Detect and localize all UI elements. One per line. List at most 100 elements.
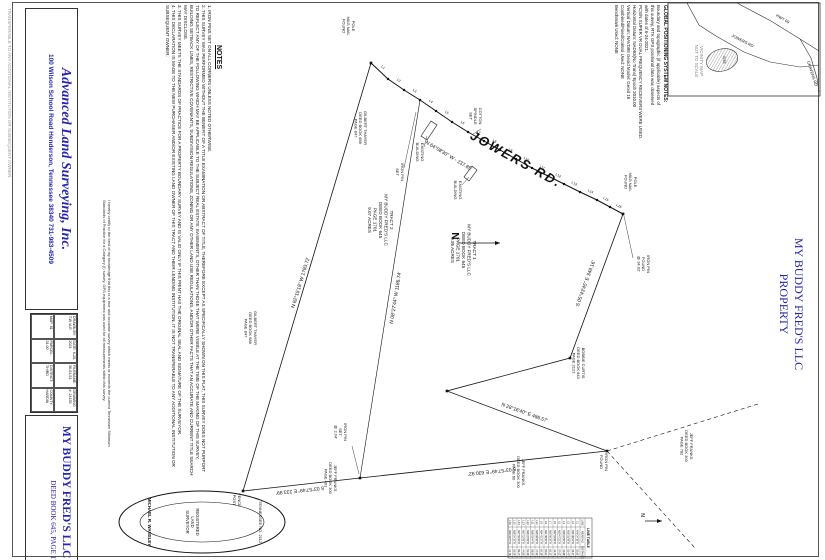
sheet-border xyxy=(12,2,819,557)
svg-text:L9: L9 xyxy=(508,147,513,152)
svg-text:N 82°15'18" W 1793.72': N 82°15'18" W 1793.72' xyxy=(290,256,311,308)
svg-text:BOBBIE CURTISDEED BOOK 643PAGE: BOBBIE CURTISDEED BOOK 643PAGE 2123 xyxy=(571,347,586,379)
svg-text:S 03°57'49" E 630.92': S 03°57'49" E 630.92' xyxy=(468,465,517,476)
svg-text:L2: L2 xyxy=(396,78,401,83)
svg-text:REGISTEREDLANDSURVEYOR: REGISTEREDLANDSURVEYOR xyxy=(185,508,200,535)
svg-text:L8: L8 xyxy=(492,138,497,143)
svg-text:N68°24'12"W: N68°24'12"W xyxy=(513,530,516,545)
svg-text:L3: L3 xyxy=(567,521,570,524)
svg-text:N 28°16'40" E 486.57': N 28°16'40" E 486.57' xyxy=(500,402,548,424)
svg-text:N65°18'03"W: N65°18'03"W xyxy=(535,530,538,545)
svg-text:HWY 69: HWY 69 xyxy=(775,13,791,25)
svg-text:L4: L4 xyxy=(428,99,433,104)
svg-text:41.76': 41.76' xyxy=(508,549,511,556)
svg-text:L9: L9 xyxy=(540,521,543,524)
svg-text:JEFF FRANKSDEED BOOK 300PAGE 7: JEFF FRANKSDEED BOOK 300PAGE 782 xyxy=(679,430,694,462)
svg-text:N60°47'21"W: N60°47'21"W xyxy=(558,530,561,545)
svg-text:L14: L14 xyxy=(517,520,520,525)
svg-text:N55°31'09"W: N55°31'09"W xyxy=(567,530,570,545)
svg-text:L13: L13 xyxy=(522,520,525,525)
svg-text:S 03°57'49" E 233.99': S 03°57'49" E 233.99' xyxy=(276,484,325,495)
svg-text:IRON PINFOUND@ 34.92': IRON PINFOUND@ 34.92' xyxy=(636,255,651,273)
svg-text:JOWERS RD.: JOWERS RD. xyxy=(468,128,565,191)
svg-text:57.02': 57.02' xyxy=(558,549,561,556)
svg-text:L3: L3 xyxy=(412,88,417,93)
svg-text:N: N xyxy=(449,232,460,239)
svg-text:FENCEPOST: FENCEPOST xyxy=(232,493,242,507)
svg-text:N 64°08'30" W - 237.85': N 64°08'30" W - 237.85' xyxy=(424,140,473,173)
svg-text:L10: L10 xyxy=(523,156,530,162)
svg-text:L6: L6 xyxy=(460,120,465,125)
svg-text:N66°01'44"W: N66°01'44"W xyxy=(531,530,534,545)
svg-text:SITE: SITE xyxy=(722,56,726,64)
svg-text:EXISTINGBUILDING: EXISTINGBUILDING xyxy=(415,143,425,162)
svg-text:52.63': 52.63' xyxy=(576,549,579,556)
svg-text:N58°12'55"W: N58°12'55"W xyxy=(562,530,565,545)
svg-text:48.17': 48.17' xyxy=(571,549,574,556)
svg-text:L12: L12 xyxy=(526,520,529,525)
svg-text:L16: L16 xyxy=(508,520,511,525)
svg-text:N63°55'10"W: N63°55'10"W xyxy=(549,530,552,545)
svg-text:44.83': 44.83' xyxy=(522,549,525,556)
svg-text:TENNESSEE NO. 2112: TENNESSEE NO. 2112 xyxy=(258,501,263,544)
svg-text:N64°08'30"W: N64°08'30"W xyxy=(544,530,547,545)
svg-text:L6: L6 xyxy=(553,521,556,524)
svg-text:L1: L1 xyxy=(576,521,579,524)
svg-text:JEFF FRANKSDEED BOOK 300PAGE 4: JEFF FRANKSDEED BOOK 300PAGE 401 xyxy=(323,462,338,494)
svg-text:COTTONSPINDLESET: COTTONSPINDLESET xyxy=(468,107,483,124)
svg-text:POLEMAG NAILFOUND: POLEMAG NAILFOUND xyxy=(341,16,356,36)
svg-text:61.40': 61.40' xyxy=(567,549,570,556)
svg-text:LINE TABLE: LINE TABLE xyxy=(586,528,590,548)
svg-text:TRACT 1MY BUDDY FRED'S LLCDEED: TRACT 1MY BUDDY FRED'S LLCDEED BOOK 645P… xyxy=(450,224,477,276)
svg-text:N64°42'17"W: N64°42'17"W xyxy=(540,530,543,545)
svg-text:POLEMAG NAILFOUND: POLEMAG NAILFOUND xyxy=(623,172,638,192)
svg-text:TRACT 2MY BUDDY FRED'S LLCDEED: TRACT 2MY BUDDY FRED'S LLCDEED BOOK 645P… xyxy=(367,194,394,246)
svg-text:GILBERT THAYERDEED BOOK 688PAG: GILBERT THAYERDEED BOOK 688PAGE 847 xyxy=(353,111,368,145)
svg-text:L8: L8 xyxy=(544,521,547,524)
svg-text:N69°03'27"W: N69°03'27"W xyxy=(508,530,511,545)
svg-text:L11: L11 xyxy=(531,521,534,526)
svg-text:N51°08'42"W: N51°08'42"W xyxy=(571,530,574,545)
svg-text:N62°19'36"W: N62°19'36"W xyxy=(553,530,556,545)
svg-text:EXISTINGBUILDING: EXISTINGBUILDING xyxy=(453,181,463,200)
svg-text:59.47': 59.47' xyxy=(517,549,520,556)
svg-text:GILBERT THAYERDEED BOOK 688PAG: GILBERT THAYERDEED BOOK 688PAGE 847 xyxy=(243,311,258,345)
svg-text:IRON PINSET: IRON PINSET xyxy=(395,163,405,181)
svg-text:60.39': 60.39' xyxy=(540,549,543,556)
svg-text:JOWERS RD: JOWERS RD xyxy=(731,33,755,48)
svg-text:L13: L13 xyxy=(571,180,578,186)
svg-text:58.90': 58.90' xyxy=(531,549,534,556)
svg-text:LINE: LINE xyxy=(580,520,584,526)
svg-text:63.21': 63.21' xyxy=(549,549,552,556)
svg-text:L15: L15 xyxy=(602,196,609,202)
svg-text:N66°37'29"W: N66°37'29"W xyxy=(526,530,529,545)
svg-text:L12: L12 xyxy=(555,172,562,178)
svg-text:N: N xyxy=(639,513,645,517)
svg-text:N46°24'18"W: N46°24'18"W xyxy=(576,530,579,545)
svg-text:N 08°27'44" W 1186.74': N 08°27'44" W 1186.74' xyxy=(389,271,403,324)
svg-text:S 05°43'45" E 349.16': S 05°43'45" E 349.16' xyxy=(575,260,597,308)
svg-text:L4: L4 xyxy=(562,521,565,524)
svg-text:47.52': 47.52' xyxy=(535,549,538,556)
svg-text:L14: L14 xyxy=(587,188,594,194)
svg-text:45.88': 45.88' xyxy=(562,549,565,556)
svg-text:L5: L5 xyxy=(558,521,561,524)
svg-text:L2: L2 xyxy=(571,521,574,524)
svg-text:55.64': 55.64' xyxy=(544,549,547,556)
svg-text:MICHAEL R. WANSLEY: MICHAEL R. WANSLEY xyxy=(147,498,152,547)
svg-text:49.75': 49.75' xyxy=(553,549,556,556)
svg-text:N67°50'31"W: N67°50'31"W xyxy=(517,530,520,545)
svg-text:N67°12'08"W: N67°12'08"W xyxy=(522,530,525,545)
svg-text:L7: L7 xyxy=(549,521,552,524)
svg-text:DISTANCE: DISTANCE xyxy=(580,546,584,559)
svg-text:L7: L7 xyxy=(476,129,481,134)
svg-text:L16: L16 xyxy=(615,203,622,209)
svg-text:CRAVENS RD: CRAVENS RD xyxy=(806,60,819,86)
svg-text:L11: L11 xyxy=(539,165,546,171)
svg-text:51.26': 51.26' xyxy=(526,549,529,556)
svg-text:L1: L1 xyxy=(380,65,386,71)
svg-text:L10: L10 xyxy=(535,520,538,525)
svg-text:BEARING: BEARING xyxy=(580,531,584,543)
